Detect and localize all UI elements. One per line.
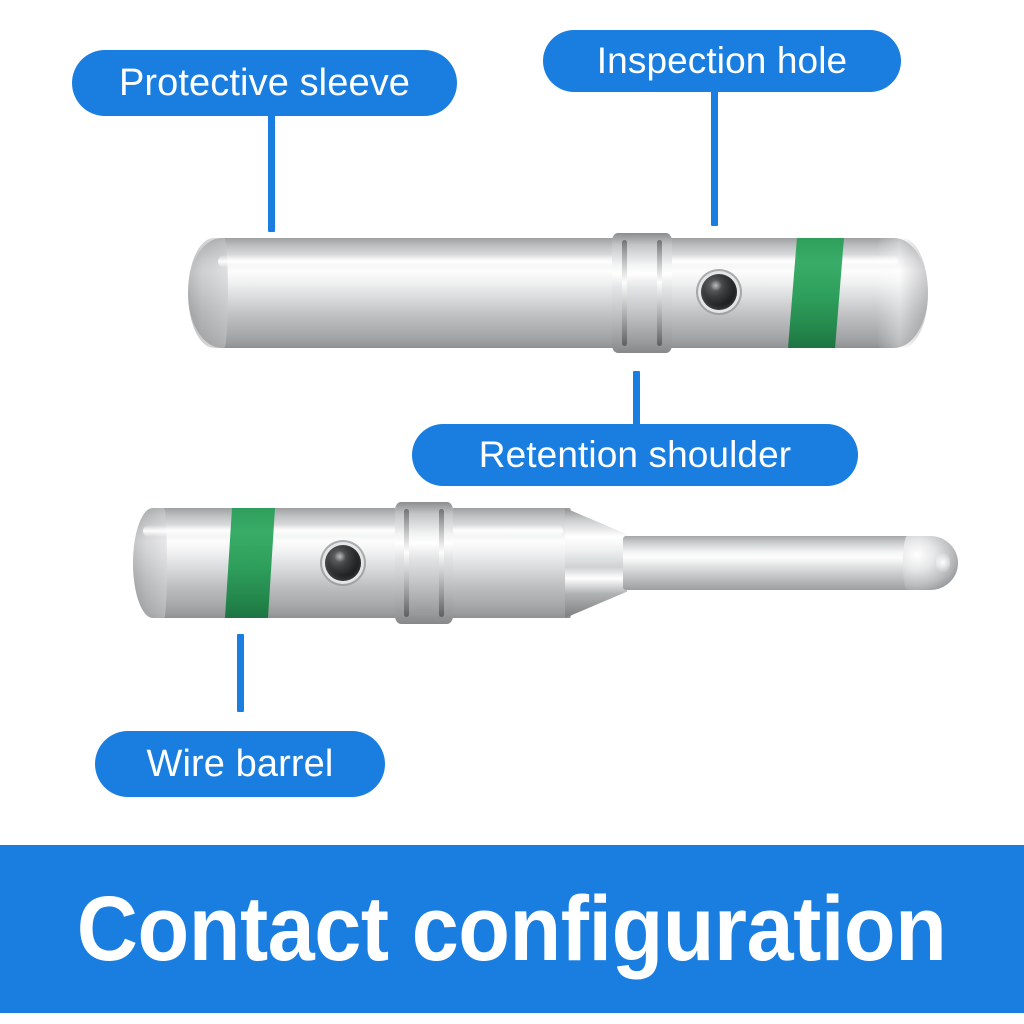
hole-gloss-icon	[709, 280, 722, 291]
socket-inspection-hole	[701, 274, 737, 310]
collar-notch-icon	[657, 240, 662, 346]
socket-contact-illustration	[188, 233, 928, 353]
pin-tip	[903, 536, 958, 590]
pin-retention-collar	[395, 502, 453, 624]
collar-notch-icon	[622, 240, 627, 346]
callout-protective-sleeve[interactable]: Protective sleeve	[72, 50, 457, 116]
hole-gloss-icon	[333, 551, 346, 562]
socket-retention-collar	[612, 233, 672, 353]
pin-contact-illustration	[133, 502, 958, 624]
callout-retention-shoulder[interactable]: Retention shoulder	[412, 424, 858, 486]
socket-right-end-cap	[876, 238, 928, 348]
leader-line-wire-barrel	[237, 634, 244, 712]
pin-shaft	[623, 536, 915, 590]
bottom-title-banner: Contact configuration	[0, 845, 1024, 1013]
pin-barrel-open-end	[133, 508, 167, 618]
pin-inspection-hole	[325, 545, 361, 581]
socket-left-end	[188, 238, 228, 348]
collar-notch-icon	[439, 509, 444, 617]
leader-line-inspection-hole	[711, 91, 718, 226]
callout-inspection-hole[interactable]: Inspection hole	[543, 30, 901, 92]
leader-line-retention-shoulder	[633, 371, 640, 426]
pin-shoulder-taper	[565, 508, 627, 618]
collar-notch-icon	[404, 509, 409, 617]
leader-line-protective-sleeve	[268, 114, 275, 232]
socket-identification-band	[788, 238, 844, 348]
pin-tip-gloss-icon	[936, 550, 951, 575]
pin-identification-band	[225, 508, 275, 618]
callout-wire-barrel[interactable]: Wire barrel	[95, 731, 385, 797]
banner-title: Contact configuration	[77, 877, 947, 980]
